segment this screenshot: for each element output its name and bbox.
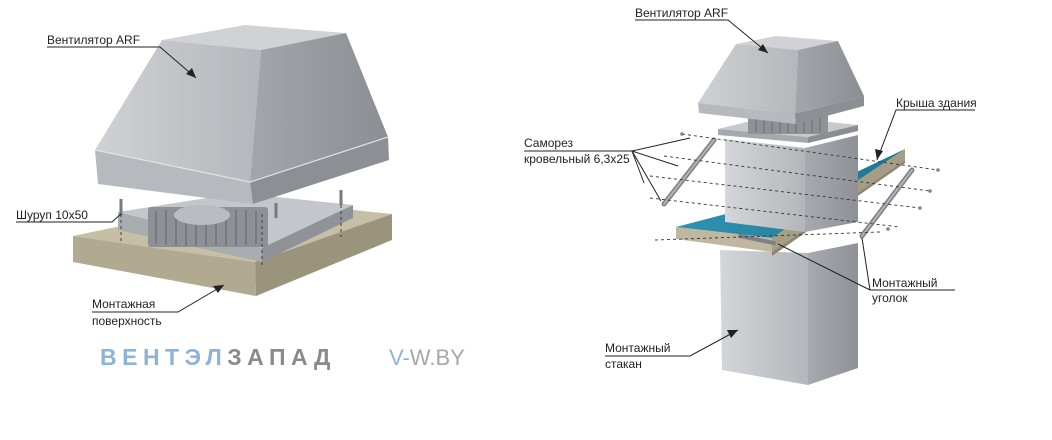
right-screw-dots bbox=[680, 132, 940, 231]
right-angle-leader-2 bbox=[777, 243, 871, 291]
site-watermark-part1: V- bbox=[389, 345, 410, 370]
right-fan-arrowhead bbox=[758, 44, 768, 53]
right-roof-arrowhead bbox=[875, 149, 883, 160]
right-screw-label-line2: кровельный 6,3x25 bbox=[524, 152, 630, 166]
right-angle-label-line2: уголок bbox=[872, 291, 908, 305]
site-watermark: V-W.BY bbox=[389, 345, 465, 371]
brand-watermark: ВЕНТЭЛЗАПАД bbox=[100, 344, 336, 371]
right-screw-leader-2 bbox=[631, 150, 679, 167]
left-labels: Вентилятор ARF Шуруп 10x50 Монтажная пов… bbox=[16, 33, 225, 328]
right-fan-leader bbox=[635, 19, 769, 54]
right-screw-leader-1 bbox=[631, 137, 691, 152]
left-fan-leader bbox=[47, 46, 197, 79]
left-surface-arrowhead bbox=[213, 285, 224, 293]
fan-housing-hood bbox=[94, 25, 389, 204]
left-surface-label-line2: поверхность bbox=[92, 314, 162, 328]
left-surface-label-line1: Монтажная bbox=[92, 297, 155, 311]
right-screw-label-line1: Саморез bbox=[524, 136, 573, 150]
right-labels: Вентилятор ARF Крыша здания Саморез кров… bbox=[524, 6, 977, 371]
right-angle-label-line1: Монтажный bbox=[872, 276, 937, 290]
site-watermark-part2: W.BY bbox=[409, 345, 465, 370]
right-fan-illustration bbox=[649, 36, 940, 385]
left-screws bbox=[119, 190, 343, 218]
right-sleeve-label-line1: Монтажный bbox=[605, 341, 670, 355]
left-fan-illustration bbox=[73, 25, 392, 296]
right-sleeve-leader bbox=[605, 329, 739, 357]
left-fan-arrowhead bbox=[186, 68, 196, 78]
right-screw-leader-3 bbox=[631, 150, 645, 184]
right-sleeve-arrowhead bbox=[727, 330, 738, 338]
fan-base-motor bbox=[118, 193, 353, 262]
mounting-sleeve bbox=[720, 243, 858, 385]
brand-watermark-part2: ЗАПАД bbox=[227, 344, 336, 370]
left-dashed-lines bbox=[120, 205, 342, 268]
brand-watermark-part1: ВЕНТЭЛ bbox=[100, 344, 228, 370]
left-screw-label: Шуруп 10x50 bbox=[16, 208, 88, 222]
left-surface-leader bbox=[92, 284, 225, 313]
left-screw-leader bbox=[16, 213, 122, 223]
right-screw-leader-4 bbox=[631, 150, 662, 202]
right-sleeve-label-line2: стакан bbox=[605, 357, 642, 371]
right-roof-leader bbox=[876, 109, 975, 161]
right-dashed-lines bbox=[649, 133, 939, 241]
right-fan-hood bbox=[698, 36, 864, 124]
right-fan-label: Вентилятор ARF bbox=[635, 6, 728, 20]
left-fan-label: Вентилятор ARF bbox=[47, 33, 140, 47]
right-roof-label: Крыша здания bbox=[896, 96, 977, 110]
